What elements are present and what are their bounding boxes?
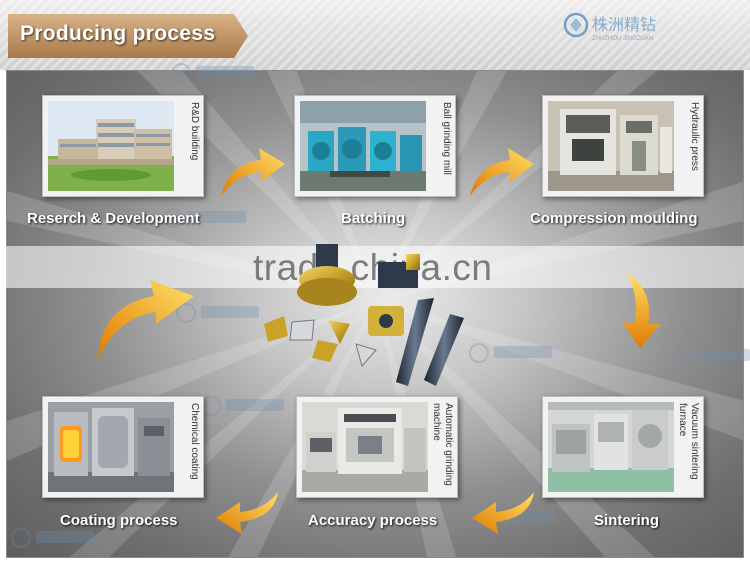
step-label-compression: Compression moulding (530, 210, 698, 227)
photo-label: Ball grinding mill (441, 102, 452, 175)
logo-watermark (171, 63, 254, 83)
photo-label: Vacuum sintering furnace (677, 403, 700, 480)
brand-logo: 株洲精钻 ZHUZHOU JINGZUAN (562, 10, 672, 47)
step-card-compression: Hydraulic press (542, 95, 704, 197)
step-card-coating: Chemical coating (42, 396, 204, 498)
step-label-coating: Coating process (60, 512, 178, 529)
step-card-sintering: Vacuum sintering furnace (542, 396, 704, 498)
grinding-machine-photo (302, 402, 428, 492)
step-card-batching: Ball grinding mill (294, 95, 456, 197)
rnd-building-photo (48, 101, 174, 191)
step-label-batching: Batching (341, 210, 406, 227)
logo-watermark (176, 303, 259, 323)
arrow-coating-to-rnd (98, 280, 194, 360)
step-label-accuracy: Accuracy process (308, 512, 438, 529)
photo-label: Hydraulic press (689, 102, 700, 171)
hydraulic-press-photo (548, 101, 674, 191)
logo-watermark (469, 343, 552, 363)
step-label-rnd: Reserch & Development (27, 210, 200, 227)
photo-label: Chemical coating (189, 403, 200, 480)
logo-watermark (11, 528, 94, 548)
photo-label: Automatic grinding machine (431, 403, 454, 486)
step-card-rnd: R&D building (42, 95, 204, 197)
coating-equipment-photo (48, 402, 174, 492)
arrow-compression-to-sintering (622, 272, 660, 348)
ball-mill-photo (300, 101, 426, 191)
step-card-accuracy: Automatic grinding machine (296, 396, 458, 498)
vacuum-furnace-photo (548, 402, 674, 492)
header-bar: Producing process 株洲精钻 ZHUZHOU JINGZUAN (0, 0, 750, 70)
title-tab (8, 14, 248, 58)
carbide-tools-image (264, 244, 464, 386)
logo-watermark (163, 208, 246, 228)
logo-cn-text: 株洲精钻 (592, 15, 656, 34)
logo-watermark (201, 396, 284, 416)
arrow-rnd-to-batching (221, 148, 285, 196)
watermark-band (0, 246, 750, 288)
photo-label: R&D building (189, 102, 200, 161)
logo-en-text: ZHUZHOU JINGZUAN (592, 36, 653, 42)
arrow-accuracy-to-coating (216, 492, 278, 534)
page-title: Producing process (20, 22, 216, 45)
step-label-sintering: Sintering (594, 512, 660, 529)
site-watermark: trade.china.cn (253, 247, 493, 288)
logo-watermark (673, 346, 750, 366)
arrow-batching-to-compression (470, 148, 534, 196)
arrow-sintering-to-accuracy (472, 492, 534, 534)
